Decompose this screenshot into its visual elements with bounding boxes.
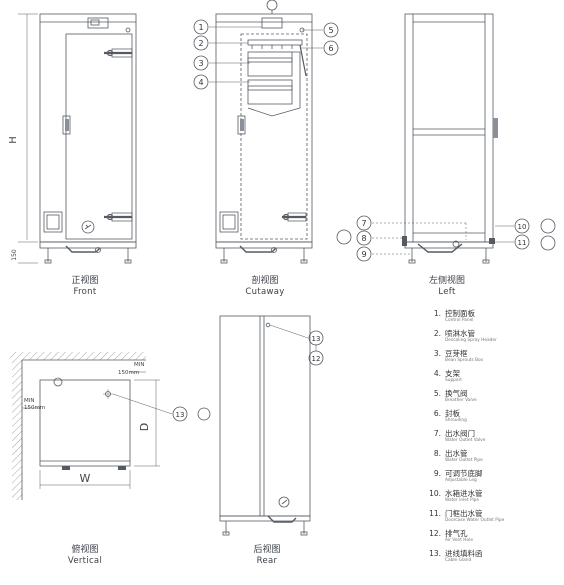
- callout-5: 5: [328, 26, 333, 35]
- vertical-view: [10, 352, 173, 500]
- vertical-caption: 俯视图 Vertical: [67, 545, 103, 566]
- left-view: [336, 13, 556, 264]
- callout-13-vertical: 13: [176, 411, 185, 419]
- callout-2: 2: [198, 39, 203, 48]
- callout-13-rear: 13: [312, 335, 321, 343]
- front-door-handle: [62, 115, 71, 135]
- min-value-side: 150mm: [24, 405, 45, 411]
- callout-1: 1: [198, 23, 203, 32]
- front-top-hinge: [104, 48, 133, 58]
- callout-numbers: 1 2 3 4 5 6 7 8 9 10 11 12 13 13: [176, 23, 527, 419]
- rear-caption: 后视图 Rear: [253, 545, 281, 566]
- left-handle: [493, 118, 498, 138]
- min-label-side: MIN: [24, 398, 34, 404]
- bean-sprouts-boxes: [247, 51, 301, 117]
- dimension-labels: H 150 W D MIN 150mm MIN 150mm: [8, 136, 151, 485]
- callout-8: 8: [361, 234, 366, 243]
- front-view: [18, 13, 137, 264]
- front-caption: 正视图 Front: [71, 276, 99, 297]
- min-label-top: MIN: [134, 362, 144, 368]
- rear-view: [219, 315, 324, 536]
- callout-10: 10: [518, 223, 527, 231]
- callout-12: 12: [312, 355, 321, 363]
- callout-6: 6: [328, 44, 333, 53]
- front-access-panel: [43, 211, 63, 233]
- width-dimension: W: [80, 472, 91, 485]
- callout-3: 3: [198, 59, 203, 68]
- front-control-panel: [87, 17, 109, 29]
- cutaway-caption: 剖视图 Cutaway: [245, 276, 285, 297]
- spray-header: [247, 39, 303, 46]
- callout-9: 9: [361, 250, 366, 259]
- callout-4: 4: [198, 78, 203, 87]
- front-bottom-hinge: [104, 212, 133, 222]
- callout-11: 11: [518, 239, 527, 247]
- leg-dimension: 150: [11, 249, 18, 261]
- callout-circles: [172, 19, 530, 422]
- cutaway-view: [209, 0, 323, 264]
- depth-dimension: D: [138, 423, 151, 431]
- cabinet-top-outline: [39, 379, 131, 467]
- height-dimension: H: [8, 136, 19, 144]
- callout-7: 7: [361, 219, 366, 228]
- front-valve-icon: [81, 220, 95, 234]
- left-caption: 左侧视图 Left: [428, 276, 465, 297]
- min-value-top: 150mm: [118, 370, 139, 376]
